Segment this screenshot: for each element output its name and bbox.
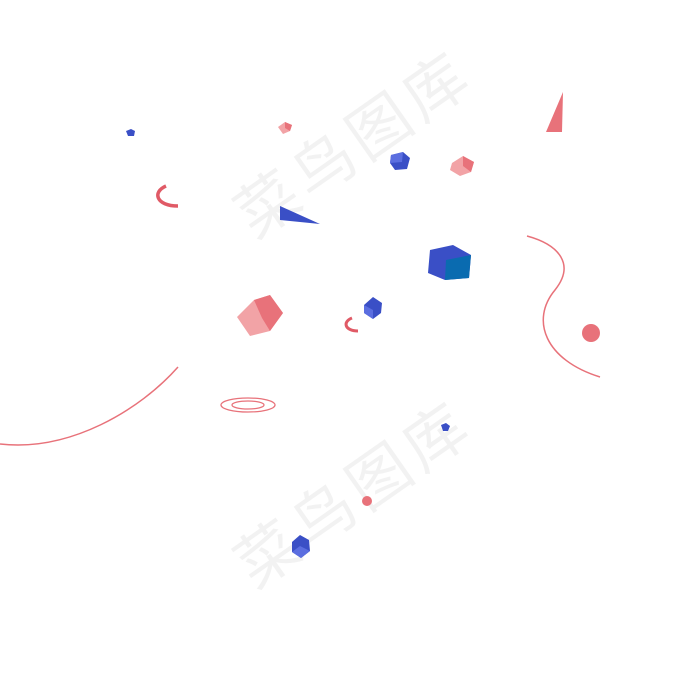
- blue-triangle: [280, 206, 320, 224]
- big-blue-cube: [428, 245, 471, 280]
- pink-wavy-line: [526, 235, 601, 378]
- pink-cube-right: [450, 156, 474, 176]
- concentric-rings: [220, 397, 276, 413]
- blue-cube-small: [390, 152, 410, 170]
- red-dot-right: [582, 324, 600, 342]
- blue-cube-bottom: [292, 535, 310, 558]
- big-pink-cube: [237, 295, 283, 336]
- small-pink-cube: [278, 122, 292, 134]
- small-blue-cube-top-left: [126, 129, 135, 136]
- red-arc-left: [156, 184, 179, 208]
- blue-cube-middle: [364, 297, 382, 319]
- pink-triangle: [546, 92, 563, 132]
- red-dot-bottom: [362, 496, 372, 506]
- red-arc-small: [344, 316, 359, 333]
- pink-arc-left: [0, 366, 179, 446]
- tiny-blue-cube: [441, 423, 450, 431]
